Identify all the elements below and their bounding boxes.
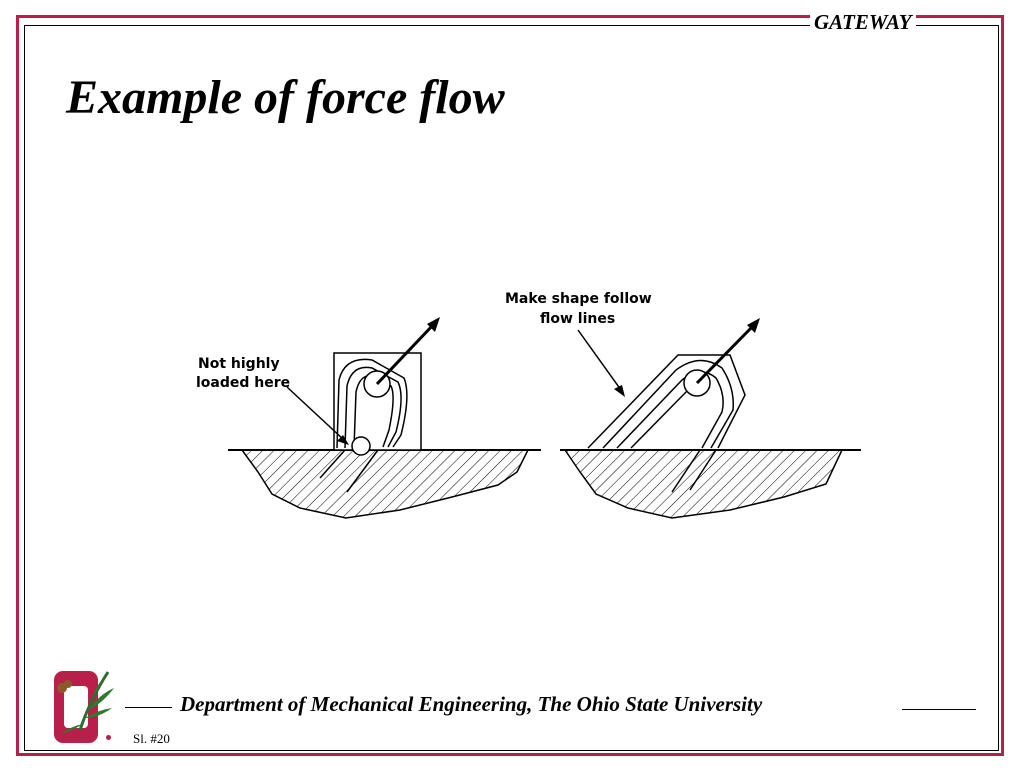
label-follow-line1: Make shape follow [505,291,652,307]
footer-rule-right [902,709,976,710]
label-follow-line2: flow lines [540,311,615,327]
right-ground-section [560,449,861,519]
right-force-arrow [695,318,760,385]
slide-outer-border [16,15,1004,756]
left-force-arrow [375,317,440,386]
bullet-dot [106,735,111,740]
footer-department: Department of Mechanical Engineering, Th… [180,692,763,716]
footer-rule-left [125,707,172,708]
slide-title: Example of force flow [66,71,505,124]
right-callout-arrow [577,329,625,397]
left-callout-arrow [286,386,349,445]
label-not-highly-line1: Not highly [198,356,280,372]
slide-number: Sl. #20 [133,731,170,746]
gateway-label: GATEWAY [810,10,916,35]
ohio-state-logo-icon [52,669,114,745]
slide-inner-border [24,25,999,751]
left-ground-section [228,449,541,519]
label-not-highly-line2: loaded here [196,375,290,391]
